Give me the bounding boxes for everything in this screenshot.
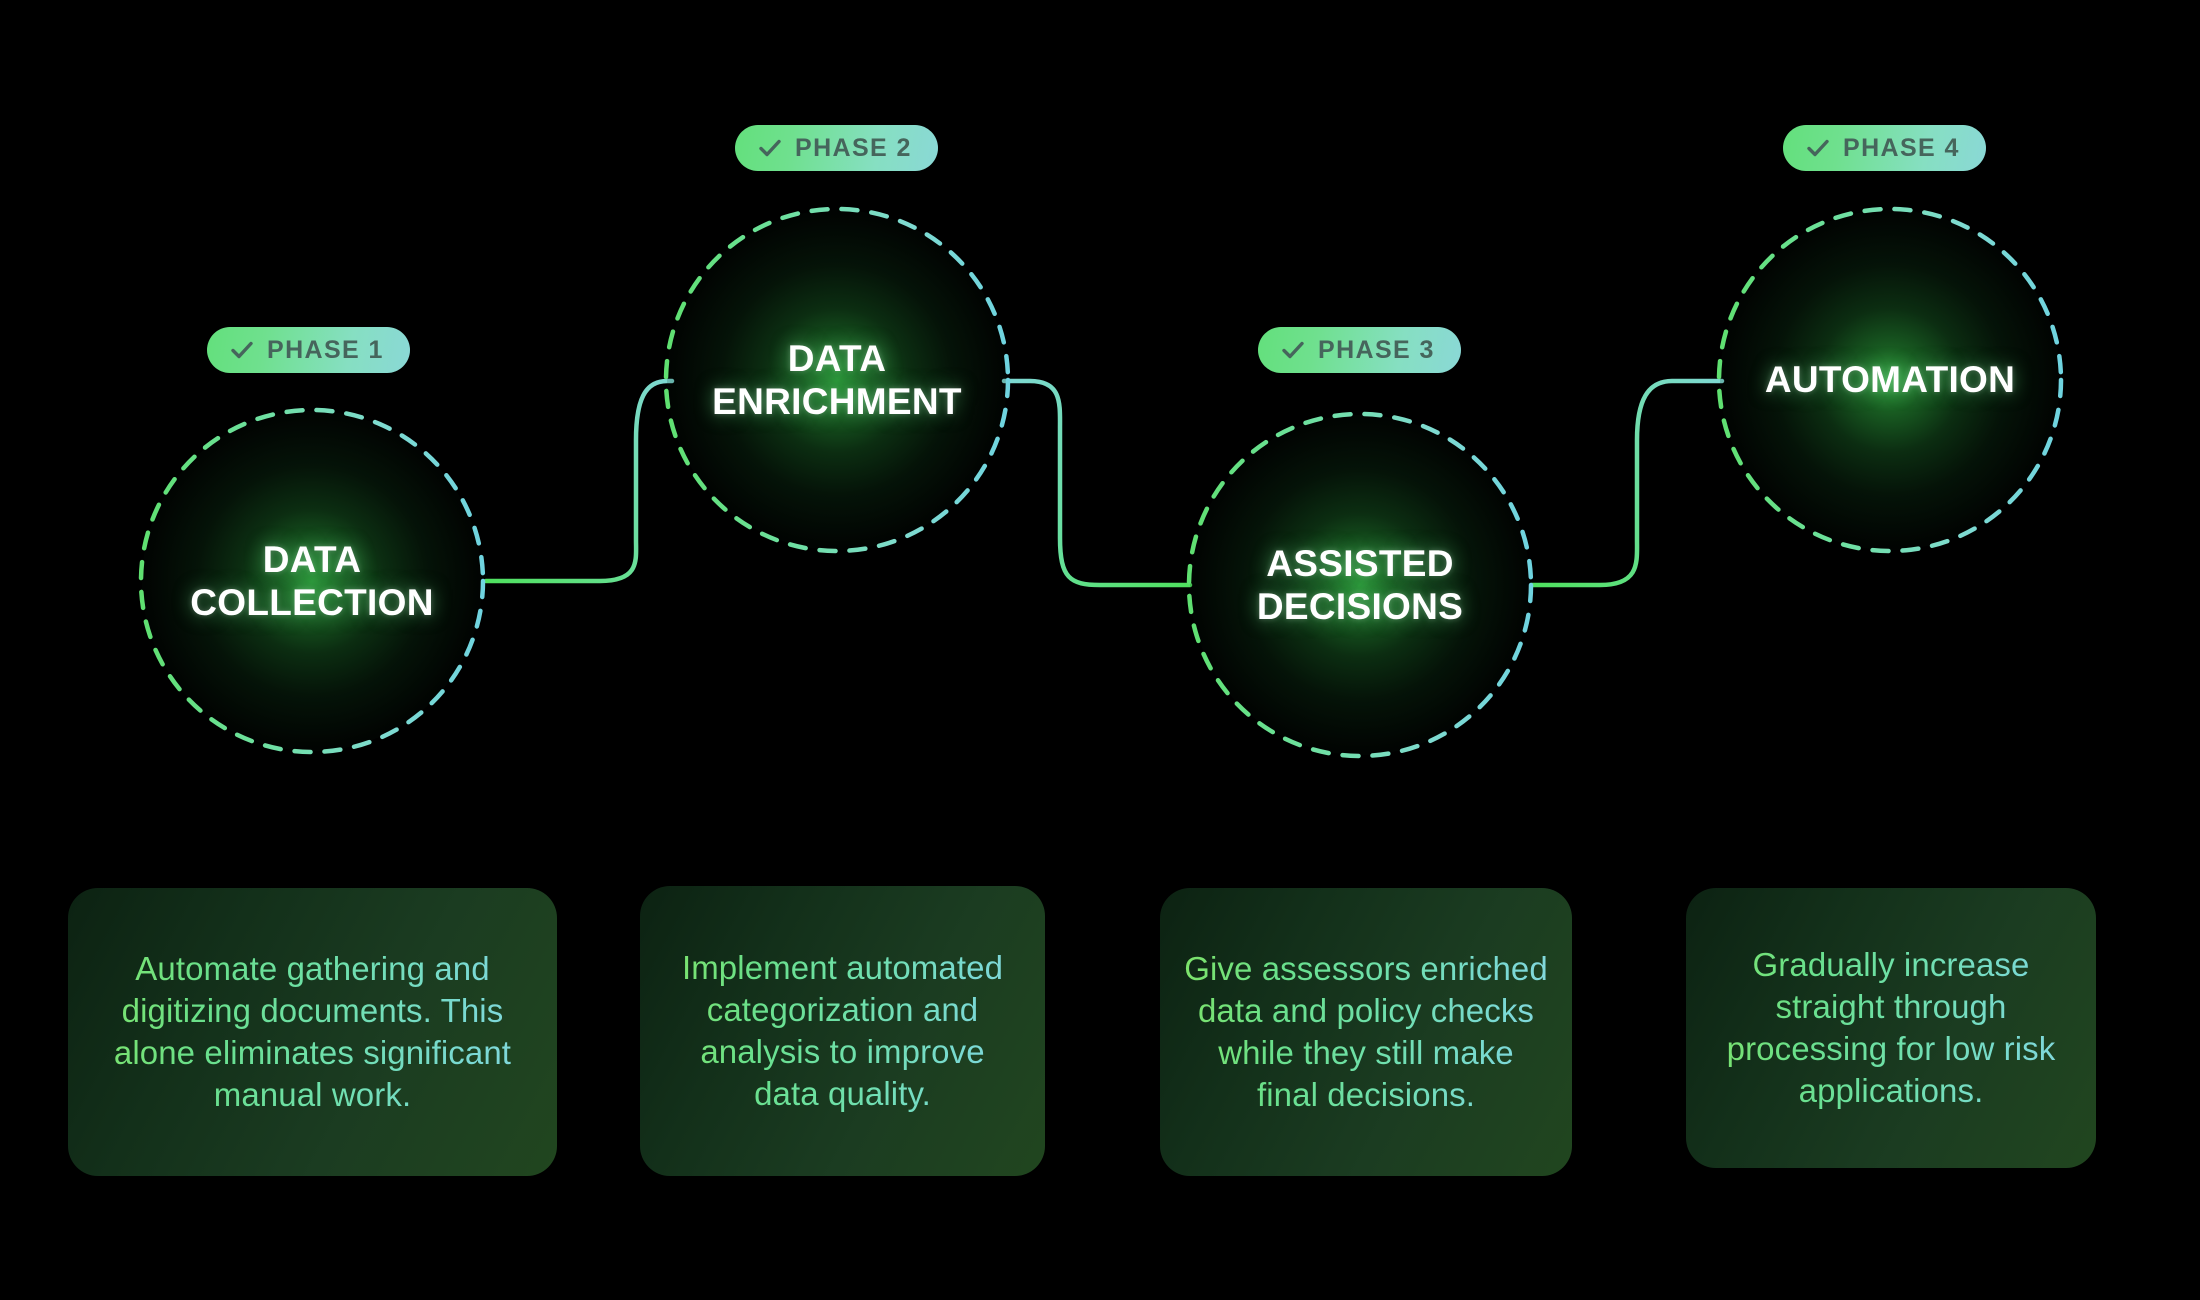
- check-icon: [231, 341, 253, 359]
- phase-badge-2[interactable]: PHASE 2: [735, 125, 938, 171]
- check-icon: [759, 139, 781, 157]
- phase-badge-3[interactable]: PHASE 3: [1258, 327, 1461, 373]
- circle-glow-2: [667, 210, 1007, 550]
- phase-description-text-3: Give assessors enriched data and policy …: [1184, 948, 1548, 1117]
- phase-badge-label-4: PHASE 4: [1843, 133, 1960, 162]
- check-icon: [1807, 139, 1829, 157]
- phase-circle-title-2: DATA ENRICHMENT: [712, 337, 962, 422]
- phase-circle-1[interactable]: DATA COLLECTION: [138, 407, 486, 755]
- check-icon: [1282, 341, 1304, 359]
- circle-glow-3: [1190, 415, 1530, 755]
- phase-circle-title-4: AUTOMATION: [1764, 359, 2016, 401]
- phase-description-text-1: Automate gathering and digitizing docume…: [92, 948, 533, 1117]
- connector-phase2-to-phase3: [1001, 378, 1193, 588]
- phase-circle-3[interactable]: ASSISTED DECISIONS: [1186, 411, 1534, 759]
- phase-badge-1[interactable]: PHASE 1: [207, 327, 410, 373]
- circle-dashed-ring-4: [1716, 206, 2064, 554]
- phase-circle-4[interactable]: AUTOMATION: [1716, 206, 2064, 554]
- phase-circle-title-3: ASSISTED DECISIONS: [1256, 542, 1464, 627]
- connector-phase1-to-phase2: [483, 378, 675, 584]
- phase-badge-label-1: PHASE 1: [267, 335, 384, 364]
- phase-description-card-2[interactable]: Implement automated categorization and a…: [640, 886, 1045, 1176]
- circle-glow-4: [1720, 210, 2060, 550]
- phase-description-text-2: Implement automated categorization and a…: [664, 947, 1021, 1116]
- phase-circle-title-1: DATA COLLECTION: [190, 538, 434, 623]
- phase-description-card-4[interactable]: Gradually increase straight through proc…: [1686, 888, 2096, 1168]
- phase-description-card-1[interactable]: Automate gathering and digitizing docume…: [68, 888, 557, 1176]
- phase-badge-label-2: PHASE 2: [795, 133, 912, 162]
- circle-glow-1: [142, 411, 482, 751]
- phase-badge-label-3: PHASE 3: [1318, 335, 1435, 364]
- phase-description-card-3[interactable]: Give assessors enriched data and policy …: [1160, 888, 1572, 1176]
- phase-description-text-4: Gradually increase straight through proc…: [1710, 944, 2072, 1113]
- phase-circle-2[interactable]: DATA ENRICHMENT: [663, 206, 1011, 554]
- connector-phase3-to-phase4: [1529, 378, 1725, 588]
- phase-badge-4[interactable]: PHASE 4: [1783, 125, 1986, 171]
